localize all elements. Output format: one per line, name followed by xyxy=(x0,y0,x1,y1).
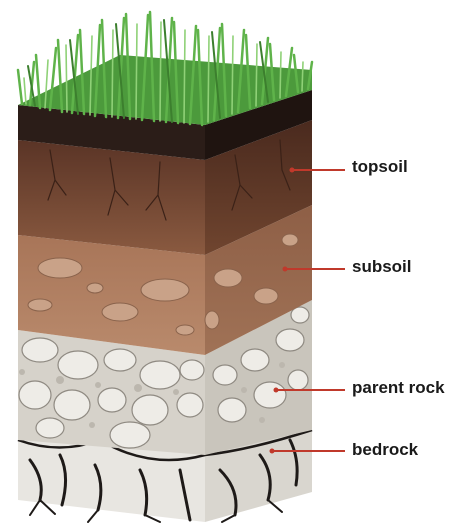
layer-label-parent-rock: parent rock xyxy=(352,378,445,398)
layer-label-bedrock: bedrock xyxy=(352,440,418,460)
layer-label-subsoil: subsoil xyxy=(352,257,412,277)
layer-label-topsoil: topsoil xyxy=(352,157,408,177)
